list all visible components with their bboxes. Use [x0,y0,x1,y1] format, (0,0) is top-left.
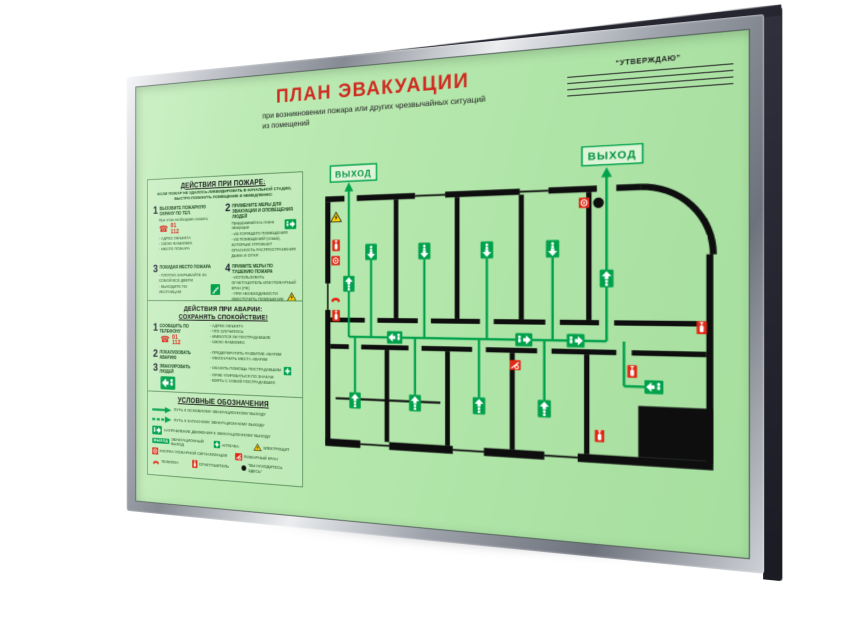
exit-direction-sign-icon [152,425,162,434]
emergency-numbers: 01 112 [171,334,181,347]
bullet: ПЛОТНО ЗАКРЫВАЙТЕ ЗА СОБОЙ ВСЕ ДВЕРИ [159,273,220,284]
fire-extinguisher-icon [192,460,197,468]
exit-sign-icon: ВЫХОД [152,437,170,445]
item-title: ПРИМИТЕ МЕРЫ ПО ТУШЕНИЮ ПОЖАРА [232,263,273,275]
phone-number-112: 112 [171,339,181,347]
item-number: 4 [225,261,231,274]
fire-extinguisher-icon [332,240,340,252]
item-title: ЭВАКУИРОВАТЬ ЛЮДЕЙ [159,363,191,375]
aluminum-frame: ПЛАН ЭВАКУАЦИИ при возникновении пожара … [126,13,765,575]
first-aid-icon [214,441,220,449]
floor-plan: ВЫХОД ВЫХОД [325,138,736,471]
approval-label: “УТВЕРЖДАЮ” [615,54,681,68]
bullet: ИСПОЛЬЗОВАТЬ ОГНЕТУШИТЕЛЬ ИЛИ ПОЖАРНЫЙ К… [231,274,296,291]
signature-line [567,82,734,97]
fire-extinguisher-icon [696,321,706,334]
item-number: 2 [225,201,231,214]
legend-label: АПТЕЧКА [221,442,239,449]
electric-panel-icon [340,216,342,223]
accident-actions-box: ДЕЙСТВИЯ ПРИ АВАРИИ: СОХРАНЯТЬ СПОКОЙСТВ… [147,300,304,399]
item-title: ПРИМЕНИТЕ МЕРЫ ДЛЯ ЭВАКУАЦИИ И ОПОВЕЩЕНИ… [232,201,293,221]
bullet: МЕСТО ПОЖАРА [159,246,220,253]
item-note: Придерживайтесь плана эвакуации [231,219,275,231]
fire-item-1: 1 ВЫЗОВИТЕ ПОЖАРНУЮ ОХРАНУ ПО ТЕЛ. При э… [153,203,220,260]
legend-label: ЭВАКУАЦИОННЫЙ ВЫХОД [171,437,204,447]
exit-label: ВЫХОД [335,167,372,180]
escape-routes [349,172,645,404]
phone-icon: ☎ [158,224,169,235]
item-number: 2 [153,347,158,360]
item-number: 1 [153,204,158,217]
direction-signs [351,242,427,411]
exit-sign-right: ВЫХОД [582,144,643,166]
exit-sign-left: ВЫХОД [330,164,376,183]
approval-block: “УТВЕРЖДАЮ” [567,50,734,97]
fire-actions-box: ДЕЙСТВИЯ ПРИ ПОЖАРЕ: ЕСЛИ ПОЖАР НЕ УДАЛО… [147,171,304,302]
signature-line [567,69,734,85]
accident-item-1: 1 СООБЩИТЬ ПО ТЕЛЕФОНУ ☎ 01 112 [153,320,296,350]
signature-line [567,63,734,78]
framed-evacuation-plan: ПЛАН ЭВАКУАЦИИ при возникновении пожара … [126,13,783,582]
route-arrowheads [344,166,612,192]
item-title: ПОКИДАЯ МЕСТО ПОЖАРА [159,264,211,270]
fire-item-3: 3 ПОКИДАЯ МЕСТО ПОЖАРА ПЛОТНО ЗАКРЫВАЙТЕ… [153,262,220,301]
first-aid-icon [284,367,291,376]
legend-label: ПУТЬ К ОСНОВНОМУ ЭВАКУАЦИОННОМУ ВЫХОДУ [173,407,266,418]
fire-alarm-button-icon [331,256,340,266]
item-number: 3 [153,262,158,275]
exit-direction-sign-icon [285,219,297,230]
fire-alarm-button-icon [579,197,590,208]
dashed-route-arrow-icon [152,415,171,424]
legend-label: ЭЛЕКТРОЩИТ [262,445,290,452]
legend-label: ТЕЛЕФОН [161,459,179,465]
bullet: СВОЮ ФАМИЛИЮ [210,339,296,346]
fire-item-2: 2 ПРИМЕНИТЕ МЕРЫ ДЛЯ ЭВАКУАЦИИ И ОПОВЕЩЕ… [225,200,296,259]
item-title: СООБЩИТЬ ПО ТЕЛЕФОНУ [159,323,189,335]
fire-extinguisher-icon [595,429,605,442]
exit-direction-sign-icon [160,376,175,390]
stairs-exit-icon [210,284,219,295]
bullet: ПРИ НЕОБХОДИМОСТИ ОБЕСТОЧИТЬ ПОМЕЩЕНИЕ [231,291,284,301]
item-number: 3 [153,360,158,374]
phone-icon [152,457,159,465]
signature-line [567,76,734,91]
item-number: 1 [153,320,158,333]
item-title: ЛОКАЛИЗОВАТЬ АВАРИЮ [159,350,191,362]
solid-route-arrow-icon [152,405,171,414]
bullet: ИЗ ПОМЕЩЕНИЙ (этажа), КОТОРЫМ УГРОЖАЕТ О… [231,236,296,260]
instructions-column: ДЕЙСТВИЯ ПРИ ПОЖАРЕ: ЕСЛИ ПОЖАР НЕ УДАЛО… [147,171,304,488]
bullet: ОБОЗНАЧИТЬ МЕСТА АВАРИИ [210,356,296,364]
legend-label: “ВЫ НАХОДИТЕСЬ ЗДЕСЬ” [248,463,283,474]
bullet: ВЫХОДИТЕ ПО ЛЕСТНИЦАМ [159,284,208,295]
phone-icon: ☎ [160,335,170,346]
fire-hydrant-icon [235,453,242,461]
legend-label: ПОЖАРНЫЙ КРАН [243,454,278,462]
exit-label: ВЫХОД [588,148,637,162]
phone-icon [331,298,340,303]
fire-extinguisher-icon [332,310,340,321]
phone-number-112: 112 [170,228,180,235]
electric-panel-icon [253,443,261,451]
fire-actions-grid: 1 ВЫЗОВИТЕ ПОЖАРНУЮ ОХРАНУ ПО ТЕЛ. При э… [152,200,298,301]
fire-extinguisher-icon [627,365,637,378]
item-title: ВЫЗОВИТЕ ПОЖАРНУЮ ОХРАНУ ПО ТЕЛ. [159,204,206,218]
warning-triangle-icon [287,292,296,301]
title-block: ПЛАН ЭВАКУАЦИИ при возникновении пожара … [203,61,561,138]
walls [325,181,713,471]
you-are-here-icon [241,464,247,471]
legend-label: ОГНЕТУШИТЕЛЬ [198,461,229,469]
accident-header-line2: СОХРАНЯТЬ СПОКОЙСТВИЕ! [178,312,268,322]
you-are-here-icon [593,197,604,209]
fire-item-4: 4 ПРИМИТЕ МЕРЫ ПО ТУШЕНИЮ ПОЖАРА ИСПОЛЬЗ… [225,261,296,301]
legend-box: УСЛОВНЫЕ ОБОЗНАЧЕНИЯ ПУТЬ К ОСНОВНОМУ ЭВ… [147,391,304,488]
fire-alarm-button-icon [152,447,158,454]
fire-hydrant-icon [510,360,521,370]
emergency-numbers: 01 112 [170,223,179,235]
evacuation-plan-board: ПЛАН ЭВАКУАЦИИ при возникновении пожара … [135,28,750,560]
frame-side-edge [763,6,783,582]
